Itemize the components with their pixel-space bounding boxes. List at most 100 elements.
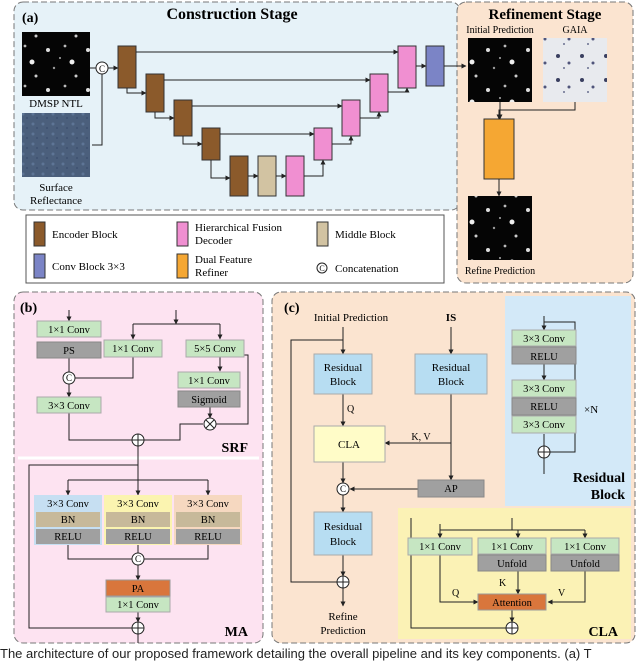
cla-block xyxy=(313,425,386,463)
encoder-block-3 xyxy=(173,99,193,137)
legend-dfr-swatch xyxy=(176,253,189,279)
times-n-label: ×N xyxy=(584,404,598,416)
ap-block xyxy=(417,479,485,498)
srf-concat-icon xyxy=(62,371,76,385)
legend-conv-swatch xyxy=(33,253,46,279)
res-block-left-l2: Block xyxy=(330,376,357,388)
legend-middle-label: Middle Block xyxy=(335,229,396,241)
decoder-block-2 xyxy=(313,127,333,161)
panel-c-tag: (c) xyxy=(284,301,300,316)
res-conv3x3-1 xyxy=(511,329,577,347)
res-conv3x3-3 xyxy=(511,415,577,434)
ma-pa-label: PA xyxy=(132,584,145,595)
res-relu-1-label: RELU xyxy=(530,352,558,363)
srf-conv1x1-mid xyxy=(103,339,163,358)
legend-hfd-swatch xyxy=(176,221,189,247)
srf-conv3x3-label: 3×3 Conv xyxy=(48,401,91,412)
srf-conv1x1-mid-label: 1×1 Conv xyxy=(112,344,155,355)
legend-dfr-label-1: Dual Feature xyxy=(195,254,252,266)
cla-unfold-k xyxy=(477,554,547,572)
cla-conv1x1-q-label: 1×1 Conv xyxy=(419,542,462,553)
res-conv3x3-2 xyxy=(511,379,577,398)
middle-block xyxy=(257,155,277,197)
cla-conv1x1-k-label: 1×1 Conv xyxy=(491,542,534,553)
res-conv3x3-3-label: 3×3 Conv xyxy=(523,420,566,431)
srf-label: SRF xyxy=(222,441,248,456)
ma-b2-relu: RELU xyxy=(124,532,152,543)
res-relu-1 xyxy=(511,346,577,365)
legend-hfd-label-1: Hierarchical Fusion xyxy=(195,222,283,234)
ma-b3-bn: BN xyxy=(201,515,216,526)
cla-unfold-v xyxy=(550,554,620,572)
initial-prediction-image xyxy=(468,38,532,102)
panel-a: (a) Construction Stage Refinement Stage … xyxy=(13,1,634,284)
cla-conv1x1-q xyxy=(407,537,473,556)
ma-b2-conv3x3: 3×3 Conv xyxy=(117,499,160,510)
srf-ps xyxy=(36,341,102,359)
res-block-left-l1: Residual xyxy=(324,362,363,374)
cla-unfold-v-label: Unfold xyxy=(570,559,600,570)
legend-middle-swatch xyxy=(316,221,329,247)
q-label: Q xyxy=(347,404,355,415)
kv-label: K, V xyxy=(411,432,431,443)
ma-pa xyxy=(105,579,171,597)
residual-panel-label-1: Residual xyxy=(573,471,625,486)
cla-conv1x1-k xyxy=(477,537,547,555)
srf-conv1x1-left xyxy=(36,320,102,338)
cla-v-label: V xyxy=(558,588,566,599)
res-relu-2 xyxy=(511,397,577,416)
panel-b: (b) 1×1 Conv PS 1×1 Conv 5×5 Conv 1×1 Co… xyxy=(13,291,264,644)
srf-conv3x3 xyxy=(36,396,102,414)
res-block-bottom-l1: Residual xyxy=(324,521,363,533)
gaia-label: GAIA xyxy=(563,25,589,36)
res-block-is-l2: Block xyxy=(438,376,465,388)
legend-hfd-label-2: Decoder xyxy=(195,235,233,247)
ap-label: AP xyxy=(444,484,458,495)
c-concat-symbol: C xyxy=(340,484,346,494)
res-conv3x3-2-label: 3×3 Conv xyxy=(523,384,566,395)
ma-branch-3: 3×3 Conv BN RELU xyxy=(176,499,240,544)
res-conv3x3-1-label: 3×3 Conv xyxy=(523,334,566,345)
conv-block-3x3 xyxy=(425,45,445,87)
refine-output-l2: Prediction xyxy=(320,625,366,637)
is-input-label: IS xyxy=(446,312,456,324)
dual-feature-refiner-block xyxy=(483,118,515,180)
srf-ps-label: PS xyxy=(63,346,75,357)
attention-block xyxy=(477,593,547,611)
refinement-stage-title: Refinement Stage xyxy=(489,7,602,23)
res-relu-2-label: RELU xyxy=(530,402,558,413)
res-block-bottom xyxy=(313,511,373,556)
legend-concat-symbol: C xyxy=(319,264,324,273)
cla-conv1x1-v-label: 1×1 Conv xyxy=(564,542,607,553)
ma-b1-bn: BN xyxy=(61,515,76,526)
legend-encoder-label: Encoder Block xyxy=(52,229,118,241)
srf-sigmoid-label: Sigmoid xyxy=(191,395,227,406)
legend-concat-icon xyxy=(316,262,328,274)
construction-stage-title: Construction Stage xyxy=(166,6,297,23)
figure-caption: The architecture of our proposed framewo… xyxy=(0,646,592,661)
legend-dfr-label-2: Refiner xyxy=(195,267,228,279)
refine-prediction-label: Refine Prediction xyxy=(465,266,535,277)
ma-conv1x1-label: 1×1 Conv xyxy=(117,600,160,611)
initial-prediction-label: Initial Prediction xyxy=(466,25,534,36)
ma-b2-bn: BN xyxy=(131,515,146,526)
ma-b3-relu: RELU xyxy=(194,532,222,543)
ma-b3-conv3x3: 3×3 Conv xyxy=(187,499,230,510)
srf-conv1x1-right-label: 1×1 Conv xyxy=(188,376,231,387)
attention-label: Attention xyxy=(492,598,532,609)
encoder-block-4 xyxy=(201,127,221,161)
srf-conv5x5-label: 5×5 Conv xyxy=(194,344,237,355)
cla-k-label: K xyxy=(499,578,507,589)
res-block-is-l1: Residual xyxy=(432,362,471,374)
cla-unfold-k-label: Unfold xyxy=(497,559,527,570)
refine-prediction-image xyxy=(468,196,532,260)
encoder-block-1 xyxy=(117,45,137,89)
panel-a-tag: (a) xyxy=(22,11,39,26)
decoder-block-1 xyxy=(285,155,305,197)
concat-icon-label: C xyxy=(99,64,105,74)
srf-conv1x1-left-label: 1×1 Conv xyxy=(48,325,91,336)
panel-c: (c) Initial Prediction IS Residual Block… xyxy=(271,291,636,644)
panel-b-tag: (b) xyxy=(20,301,37,316)
legend: Encoder Block Hierarchical Fusion Decode… xyxy=(25,214,445,284)
res-block-bottom-l2: Block xyxy=(330,536,357,548)
